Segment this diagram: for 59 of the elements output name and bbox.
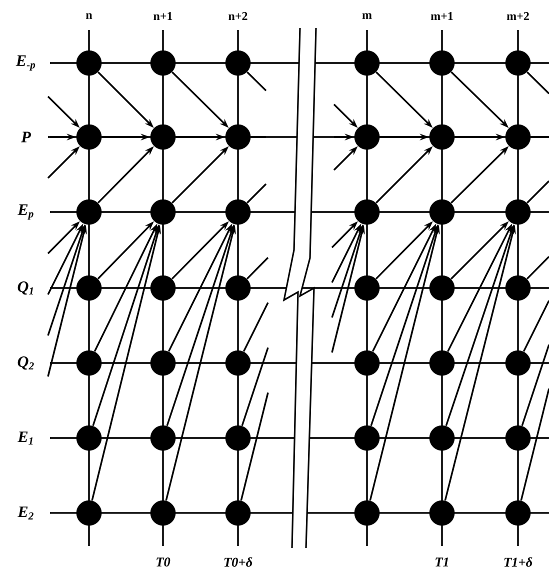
time-label: T1 <box>436 558 448 566</box>
dot <box>429 124 455 150</box>
dot <box>76 275 102 301</box>
dot <box>429 425 455 451</box>
dot <box>505 199 531 225</box>
column-label: m+1 <box>430 12 453 20</box>
dot <box>505 124 531 150</box>
dot <box>429 350 455 376</box>
column-label: m <box>362 13 372 19</box>
dot <box>150 124 176 150</box>
dot <box>429 199 455 225</box>
dot <box>354 199 380 225</box>
dot <box>150 425 176 451</box>
dot <box>505 425 531 451</box>
dot <box>354 500 380 526</box>
column-label: n <box>86 13 92 19</box>
time-label: T1+δ <box>504 557 532 567</box>
row-label: E$_{p}$ <box>18 204 34 220</box>
dot <box>429 275 455 301</box>
dot <box>354 50 380 76</box>
dot <box>354 350 380 376</box>
dot <box>225 275 251 301</box>
time-label: T0 <box>156 558 170 566</box>
row-label: E$_{1}$ <box>18 432 33 444</box>
row-label: Q$_{2}$ <box>18 356 34 370</box>
dot <box>76 500 102 526</box>
dot <box>225 50 251 76</box>
row-label: Q$_{1}$ <box>18 281 34 295</box>
dot <box>429 50 455 76</box>
dot <box>225 350 251 376</box>
column-label: n+2 <box>228 12 248 20</box>
dot <box>150 50 176 76</box>
dot <box>150 500 176 526</box>
dot <box>225 425 251 451</box>
dot <box>429 500 455 526</box>
dot <box>225 199 251 225</box>
dot <box>505 500 531 526</box>
dot <box>76 124 102 150</box>
time-label: T0+δ <box>224 557 252 567</box>
dot <box>76 50 102 76</box>
dot <box>76 350 102 376</box>
column-label: n+1 <box>154 12 172 20</box>
dot <box>225 500 251 526</box>
dot <box>354 124 380 150</box>
column-label: m+2 <box>506 12 529 20</box>
dot <box>505 275 531 301</box>
dot <box>76 425 102 451</box>
dot <box>150 275 176 301</box>
dot <box>505 50 531 76</box>
dot <box>76 199 102 225</box>
dot <box>225 124 251 150</box>
row-label: E$_{2}$ <box>18 506 34 520</box>
dot <box>354 275 380 301</box>
dot <box>150 199 176 225</box>
dot <box>354 425 380 451</box>
row-label: P <box>21 132 31 142</box>
row-label: E$_{-p}$ <box>16 55 36 71</box>
dot <box>150 350 176 376</box>
dot <box>505 350 531 376</box>
